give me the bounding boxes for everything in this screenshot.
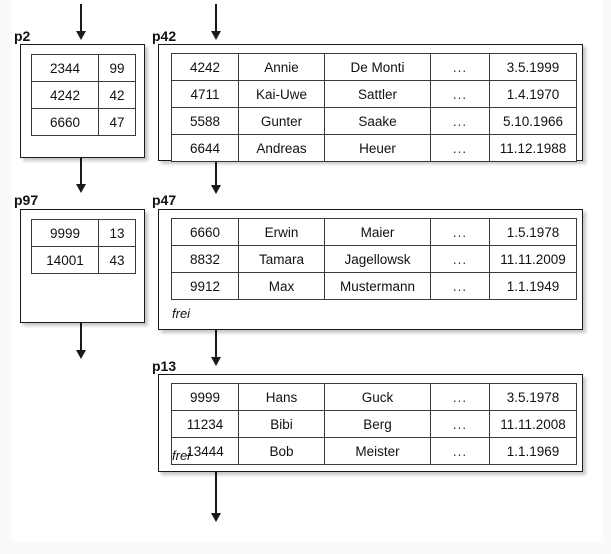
data-page-p13-grid: 9999 Hans Guck ... 3.5.1978 11234 Bibi B…: [171, 383, 577, 465]
record-first: Annie: [238, 53, 325, 81]
free-space-label-p13: frei: [172, 448, 191, 463]
index-pointer: 99: [98, 54, 136, 82]
record-date: 5.10.1966: [489, 107, 577, 135]
record-last: Maier: [324, 218, 431, 246]
record-first: Max: [238, 272, 325, 300]
record-more: ...: [430, 80, 490, 108]
node-label-p47: p47: [152, 192, 177, 208]
record-last: Berg: [324, 410, 431, 438]
record-id: 8832: [171, 245, 239, 273]
record-id: 5588: [171, 107, 239, 135]
record-more: ...: [430, 410, 490, 438]
index-key: 9999: [31, 219, 99, 247]
record-more: ...: [430, 218, 490, 246]
record-more: ...: [430, 107, 490, 135]
index-pointer: 43: [98, 246, 136, 274]
record-date: 11.11.2008: [489, 410, 577, 438]
node-label-p13: p13: [152, 358, 177, 374]
record-last: Saake: [324, 107, 431, 135]
record-date: 3.5.1999: [489, 53, 577, 81]
table-row[interactable]: 14001 43: [31, 246, 136, 274]
record-more: ...: [430, 53, 490, 81]
index-key: 4242: [31, 81, 99, 109]
record-last: Jagellowsk: [324, 245, 431, 273]
table-row[interactable]: 4242 42: [31, 81, 136, 109]
record-more: ...: [430, 134, 490, 162]
table-row[interactable]: 6660 Erwin Maier ... 1.5.1978: [171, 218, 577, 246]
data-page-p42-grid: 4242 Annie De Monti ... 3.5.1999 4711 Ka…: [171, 53, 577, 162]
record-more: ...: [430, 437, 490, 465]
record-more: ...: [430, 272, 490, 300]
table-row[interactable]: 9912 Max Mustermann ... 1.1.1949: [171, 272, 577, 300]
record-more: ...: [430, 383, 490, 411]
record-last: Heuer: [324, 134, 431, 162]
record-last: Sattler: [324, 80, 431, 108]
record-first: Bob: [238, 437, 325, 465]
record-first: Bibi: [238, 410, 325, 438]
table-row[interactable]: 6660 47: [31, 108, 136, 136]
free-space-label-p47: frei: [172, 306, 191, 321]
table-row[interactable]: 11234 Bibi Berg ... 11.11.2008: [171, 410, 577, 438]
table-row[interactable]: 2344 99: [31, 54, 136, 82]
record-last: Meister: [324, 437, 431, 465]
record-id: 9912: [171, 272, 239, 300]
node-label-p97: p97: [14, 192, 39, 208]
node-label-p2: p2: [14, 28, 31, 44]
record-id: 13444: [171, 437, 239, 465]
record-date: 11.11.2009: [489, 245, 577, 273]
table-row[interactable]: 5588 Gunter Saake ... 5.10.1966: [171, 107, 577, 135]
record-last: Mustermann: [324, 272, 431, 300]
record-date: 1.1.1969: [489, 437, 577, 465]
table-row[interactable]: 13444 Bob Meister ... 1.1.1969: [171, 437, 577, 465]
node-label-p42: p42: [152, 28, 177, 44]
table-row[interactable]: 9999 13: [31, 219, 136, 247]
record-id: 4242: [171, 53, 239, 81]
record-id: 11234: [171, 410, 239, 438]
table-row[interactable]: 9999 Hans Guck ... 3.5.1978: [171, 383, 577, 411]
index-pointer: 13: [98, 219, 136, 247]
record-date: 1.4.1970: [489, 80, 577, 108]
record-date: 3.5.1978: [489, 383, 577, 411]
record-first: Gunter: [238, 107, 325, 135]
record-first: Erwin: [238, 218, 325, 246]
index-key: 6660: [31, 108, 99, 136]
record-first: Hans: [238, 383, 325, 411]
record-last: De Monti: [324, 53, 431, 81]
index-node-p97-grid: 9999 13 14001 43: [31, 219, 136, 274]
record-first: Tamara: [238, 245, 325, 273]
index-pointer: 42: [98, 81, 136, 109]
page-edge-right: [603, 0, 611, 554]
page-edge-left: [0, 0, 12, 554]
index-key: 2344: [31, 54, 99, 82]
table-row[interactable]: 4711 Kai-Uwe Sattler ... 1.4.1970: [171, 80, 577, 108]
record-date: 1.1.1949: [489, 272, 577, 300]
record-id: 6660: [171, 218, 239, 246]
record-date: 1.5.1978: [489, 218, 577, 246]
record-date: 11.12.1988: [489, 134, 577, 162]
page-edge-bottom: [0, 542, 611, 554]
record-last: Guck: [324, 383, 431, 411]
index-pointer: 47: [98, 108, 136, 136]
record-first: Andreas: [238, 134, 325, 162]
table-row[interactable]: 6644 Andreas Heuer ... 11.12.1988: [171, 134, 577, 162]
record-id: 4711: [171, 80, 239, 108]
record-id: 9999: [171, 383, 239, 411]
record-first: Kai-Uwe: [238, 80, 325, 108]
record-id: 6644: [171, 134, 239, 162]
table-row[interactable]: 8832 Tamara Jagellowsk ... 11.11.2009: [171, 245, 577, 273]
index-node-p2-grid: 2344 99 4242 42 6660 47: [31, 54, 136, 136]
index-key: 14001: [31, 246, 99, 274]
data-page-p47-grid: 6660 Erwin Maier ... 1.5.1978 8832 Tamar…: [171, 218, 577, 300]
table-row[interactable]: 4242 Annie De Monti ... 3.5.1999: [171, 53, 577, 81]
record-more: ...: [430, 245, 490, 273]
